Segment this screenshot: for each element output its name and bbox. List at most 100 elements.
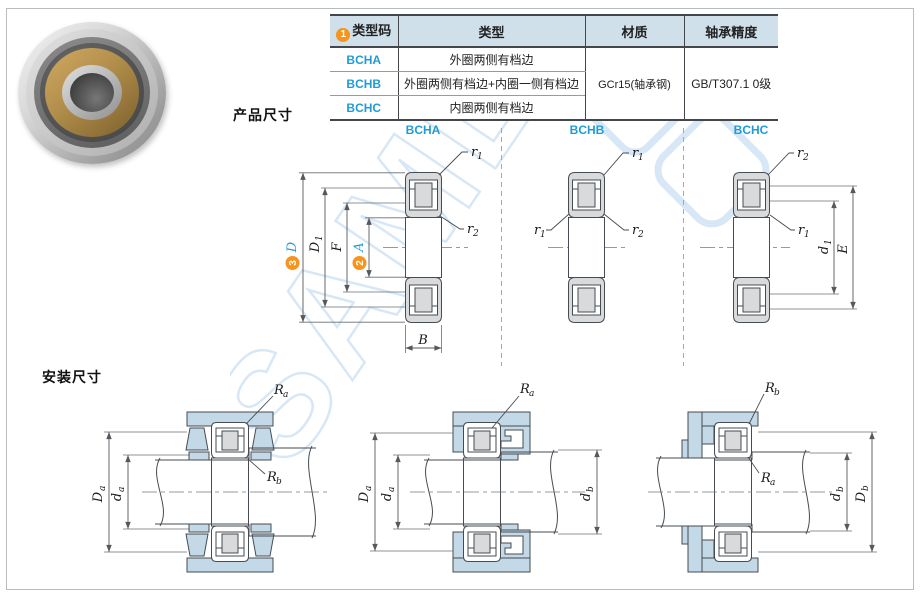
leader-Ra (747, 456, 760, 474)
dim-label-E: E (836, 244, 851, 255)
svg-text:D: D (854, 491, 869, 503)
svg-text:2: 2 (637, 230, 644, 240)
precision-cell: GB/T307.1 0级 (683, 47, 778, 120)
shaft (155, 445, 316, 539)
leader-r1 (438, 151, 468, 176)
leader-r2 (603, 213, 629, 231)
svg-text:d: d (829, 493, 844, 501)
section-title-install: 安装尺寸 (42, 369, 102, 385)
bearing-cross-section (734, 173, 770, 323)
dim-label-da: d a (380, 487, 397, 502)
table-row: BCHA 外圈两侧有档边 GCr15(轴承钢) GB/T307.1 0级 (330, 47, 778, 120)
dim-label-F: F (330, 242, 345, 253)
svg-text:d: d (579, 493, 594, 501)
leader-r1 (603, 152, 629, 176)
type-desc-bchc: 内圈两侧有档边 (397, 95, 585, 120)
dim-label-r1-left: r (534, 223, 541, 238)
extension-lines (770, 185, 857, 310)
variant-label-bchb: BCHB (570, 123, 605, 137)
leader-Ra (491, 395, 520, 429)
dim-label-r1: r (471, 145, 478, 160)
svg-text:1: 1 (804, 230, 810, 240)
drawing-bchb: BCHB r 1 r 1 r 2 (534, 123, 644, 323)
svg-text:b: b (861, 485, 871, 491)
extension-lines (299, 172, 442, 353)
svg-text:a: a (364, 486, 374, 491)
leader-r2 (439, 215, 464, 230)
svg-text:b: b (836, 486, 846, 492)
svg-text:D: D (357, 491, 372, 503)
dim-label-Da: D a (91, 486, 108, 504)
svg-text:1: 1 (540, 230, 546, 240)
dim-label-r1: r (798, 223, 805, 238)
leader-r1 (769, 214, 795, 231)
table-row: BCHB 外圈两侧有档边+内圈一侧有档边 (330, 71, 778, 96)
type-code-bchc[interactable]: BCHC (346, 100, 382, 115)
variant-label-bchc: BCHC (734, 123, 769, 137)
dim-label-d1: d 1 (817, 239, 834, 254)
svg-text:D: D (285, 241, 300, 253)
svg-text:D: D (308, 241, 323, 253)
drawing-bchc: BCHC r 2 r 1 d 1 E (700, 123, 857, 323)
svg-text:b: b (586, 486, 596, 492)
badge-1-icon: 1 (336, 28, 351, 42)
dim-label-db: d b (579, 486, 596, 501)
header-precision: 轴承精度 (683, 15, 778, 48)
type-code-bcha[interactable]: BCHA (330, 47, 398, 72)
leader-r1-left (546, 213, 570, 231)
svg-text:a: a (529, 389, 534, 399)
dim-label-Ra: R (760, 471, 771, 486)
svg-text:D: D (91, 491, 106, 503)
header-type: 类型 (397, 15, 585, 48)
product-dimension-drawings: BCHA 3 D (285, 123, 857, 366)
svg-text:2: 2 (472, 229, 479, 239)
leader-r2 (767, 152, 794, 176)
type-code-bchb[interactable]: BCHB (330, 71, 398, 96)
install-drawing-bcha: D a d a R a R b (91, 383, 330, 573)
table-row: BCHC 内圈两侧有档边 (330, 95, 778, 120)
dimension-lines (831, 186, 856, 309)
dim-label-D1: D 1 (308, 235, 325, 253)
svg-text:d: d (110, 493, 125, 501)
dim-label-Rb: R (266, 470, 277, 485)
dim-label-da: d a (110, 487, 127, 502)
type-desc-bcha: 外圈两侧有档边 (397, 47, 585, 72)
badge-3-icon (285, 256, 300, 270)
dim-label-Da: D a (357, 486, 374, 504)
svg-text:1: 1 (315, 235, 325, 241)
svg-text:3: 3 (288, 260, 299, 266)
dimension-lines (300, 172, 442, 351)
svg-text:b: b (774, 388, 780, 398)
install-drawing-bchb: D a d a d b R a (357, 382, 602, 573)
svg-text:a: a (283, 390, 288, 400)
install-drawing-bchc: d b D b R b R a (648, 381, 877, 573)
dim-label-Ra: R (273, 383, 284, 398)
svg-text:1: 1 (477, 152, 483, 162)
bearing-bore (70, 73, 114, 112)
dim-label-r2: r (467, 222, 474, 237)
svg-text:d: d (380, 493, 395, 501)
svg-text:2: 2 (355, 260, 366, 266)
bearing-cross-section (406, 173, 442, 323)
dim-label-r2: r (632, 223, 639, 238)
dim-label-A: 2 A (352, 242, 367, 270)
material-cell: GCr15(轴承钢) (584, 47, 684, 120)
drawing-bcha: BCHA 3 D (285, 123, 483, 353)
svg-text:a: a (770, 478, 775, 488)
leader-Rb (748, 393, 765, 425)
svg-text:2: 2 (802, 153, 809, 163)
badge-2-icon (352, 256, 367, 270)
dim-label-B: B (417, 333, 428, 348)
product-photo (18, 20, 168, 168)
installation-dimension-drawings: D a d a R a R b (91, 381, 877, 573)
housing (185, 411, 275, 573)
svg-text:A: A (352, 242, 367, 252)
svg-text:a: a (387, 487, 397, 492)
leader-Rb (247, 458, 266, 475)
bearing-cross-section (569, 173, 605, 323)
svg-text:a: a (117, 487, 127, 492)
leader-Ra (245, 395, 274, 425)
dim-label-D: 3 D (285, 241, 300, 270)
